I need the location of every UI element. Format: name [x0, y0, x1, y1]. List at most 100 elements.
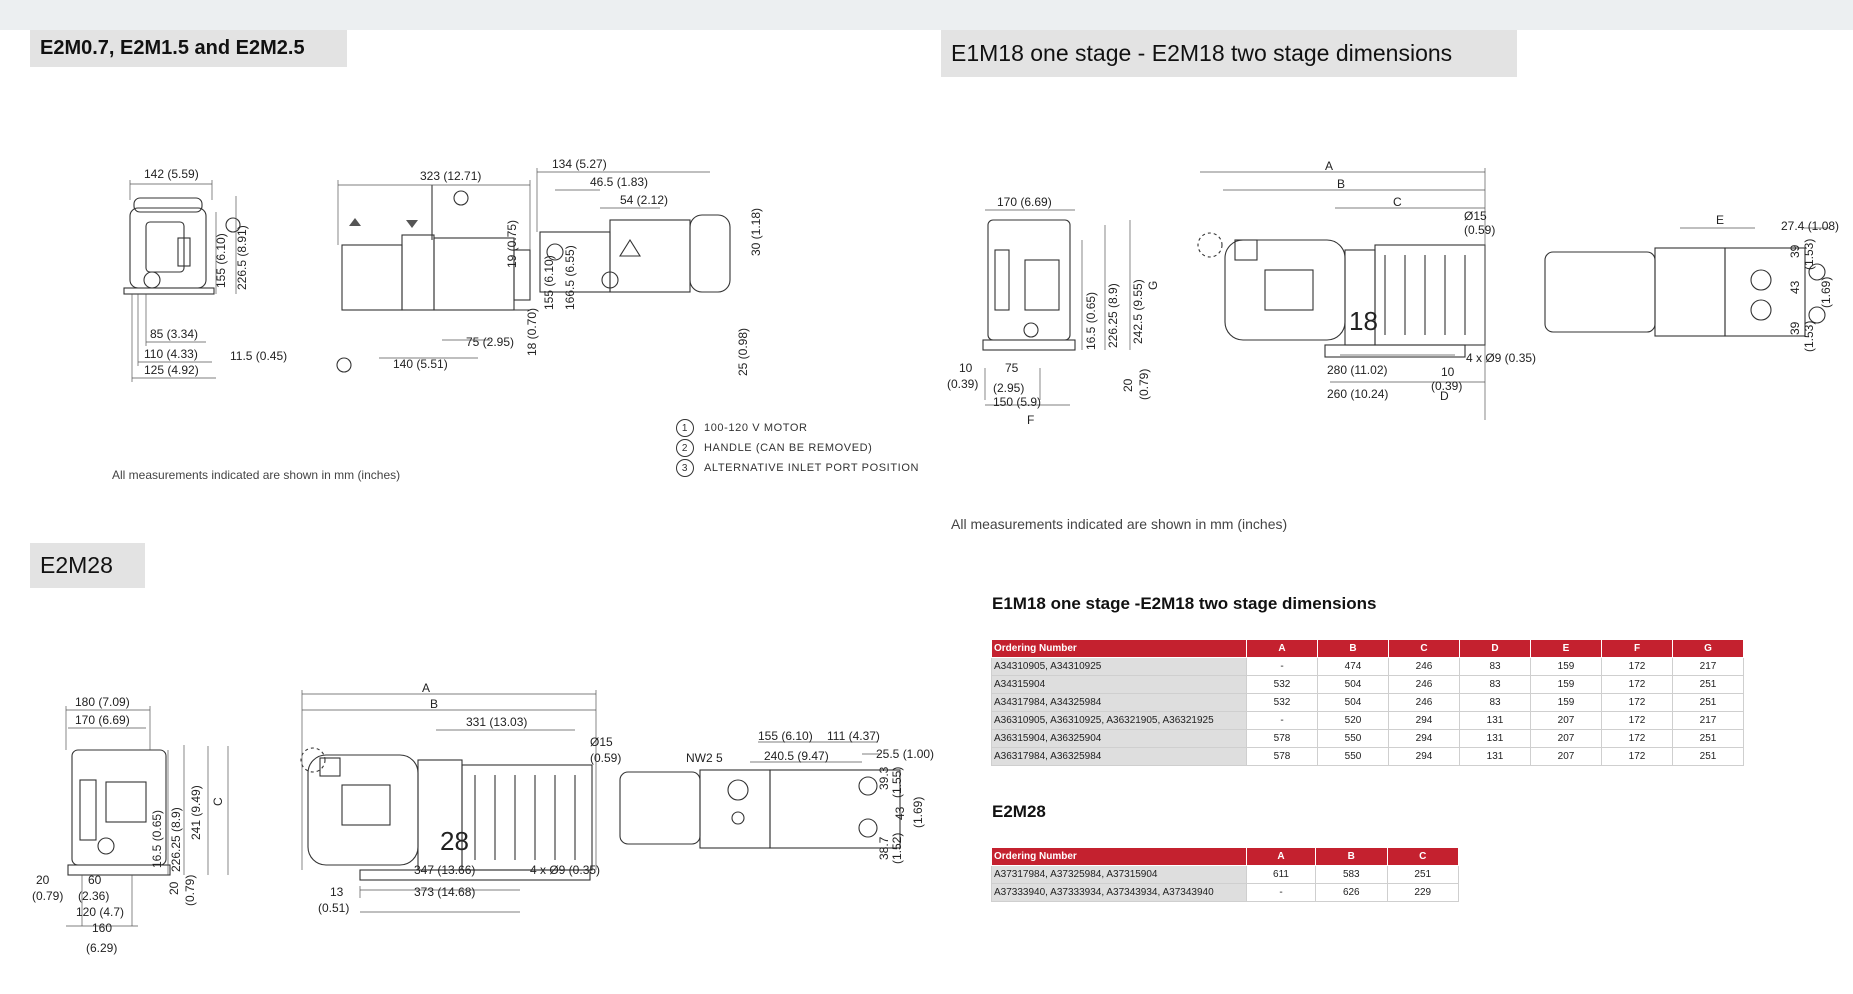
header-ordering-number: Ordering Number [991, 847, 1247, 866]
dimension-cell: 246 [1388, 693, 1460, 712]
dim-w373: 373 (14.68) [414, 885, 475, 899]
dimension-cell: 504 [1317, 693, 1389, 712]
ordering-number-cell: A36315904, A36325904 [991, 729, 1247, 748]
dimension-cell: - [1245, 883, 1317, 902]
side-view-e2m18 [1197, 168, 1486, 420]
measurement-note-1: All measurements indicated are shown in … [112, 468, 401, 482]
dim-w2405: 240.5 (9.47) [764, 749, 829, 763]
dim-D: D [1440, 389, 1449, 403]
dim-w142: 142 (5.59) [144, 167, 199, 181]
dim-h25: 25 (0.98) [736, 328, 750, 376]
dim-A: A [422, 681, 430, 695]
dimension-cell: 217 [1672, 657, 1744, 676]
dim-h18: 18 (0.70) [525, 308, 539, 356]
dim-w347: 347 (13.66) [414, 863, 475, 877]
ordering-number-cell: A37317984, A37325984, A37315904 [991, 865, 1247, 884]
dimension-cell: 611 [1245, 865, 1317, 884]
dim-h2425: 242.5 (9.55) [1131, 279, 1145, 344]
dimension-cell: - [1246, 657, 1318, 676]
dim-w125: 125 (4.92) [144, 363, 199, 377]
dim-h387-in: (1.52) [890, 833, 904, 864]
dim-h43: 43 [1788, 280, 1802, 294]
dim-w280: 280 (11.02) [1327, 363, 1388, 377]
dim-w465: 46.5 (1.83) [590, 175, 648, 189]
dimension-cell: 294 [1388, 711, 1460, 730]
dim-h19: 19 (0.75) [505, 220, 519, 268]
header-col-f: F [1601, 639, 1673, 658]
dim-w111: 111 (4.37) [827, 729, 880, 743]
dim-h393: 39.3 [877, 766, 891, 790]
header-col-d: D [1459, 639, 1531, 658]
header-col-b: B [1317, 639, 1389, 658]
dim-w85: 85 (3.34) [150, 327, 198, 341]
dim-h43-in: (1.69) [1819, 277, 1833, 308]
dim-w260: 260 (10.24) [1327, 387, 1388, 401]
dim-w180: 180 (7.09) [75, 695, 130, 709]
section-title-e2m-small: E2M0.7, E2M1.5 and E2M2.5 [30, 30, 347, 67]
dimension-cell: 83 [1459, 675, 1531, 694]
dimension-cell: 251 [1672, 693, 1744, 712]
table1-title: E1M18 one stage -E2M18 two stage dimensi… [992, 594, 1377, 613]
dim-h393-in: (1.55) [890, 767, 904, 798]
dimension-cell: 172 [1601, 693, 1673, 712]
dimension-cell: 172 [1601, 675, 1673, 694]
drawing-e2m28: 180 (7.09) 170 (6.69) 16.5 (0.65) 226.25… [32, 681, 934, 955]
dim-h39b-in: (1.53) [1802, 321, 1816, 352]
dimension-cell: 83 [1459, 693, 1531, 712]
dim-h387: 38.7 [877, 836, 891, 860]
dim-w134: 134 (5.27) [552, 157, 607, 171]
dim-w170: 170 (6.69) [75, 713, 130, 727]
header-col-c: C [1386, 847, 1460, 866]
dim-C: C [211, 797, 225, 806]
dim-G: G [1146, 281, 1160, 290]
dim-w20-in: (0.79) [32, 889, 63, 903]
dimension-cell: 172 [1601, 711, 1673, 730]
front-view-e2m28 [65, 706, 229, 927]
dim-E: E [1716, 213, 1724, 227]
dim-h241: 241 (9.49) [189, 785, 203, 840]
dimension-cell: 246 [1388, 657, 1460, 676]
dim-w60: 60 [88, 873, 102, 887]
dim-w75: 75 [1005, 361, 1019, 375]
dimension-cell: 294 [1388, 729, 1460, 748]
dim-h115: 11.5 (0.45) [230, 349, 287, 363]
dim-nw25: NW2 5 [686, 751, 723, 765]
dim-B: B [430, 697, 438, 711]
dimension-cell: 159 [1530, 675, 1602, 694]
dimension-cell: 217 [1672, 711, 1744, 730]
dimension-cell: 207 [1530, 747, 1602, 766]
top-view-small [536, 168, 731, 293]
dim-h1665: 166.5 (6.55) [563, 245, 577, 310]
dim-w10: 10 [959, 361, 973, 375]
dim-h20: 20 [167, 881, 181, 895]
dimension-cell: 159 [1530, 657, 1602, 676]
header-col-a: A [1246, 639, 1318, 658]
dim-A: A [1325, 159, 1333, 173]
header-col-b: B [1315, 847, 1388, 866]
dim-h165: 16.5 (0.65) [1084, 292, 1098, 350]
dimension-cell: 246 [1388, 675, 1460, 694]
front-view-e2m18 [982, 209, 1131, 406]
dim-w13-in: (0.51) [318, 901, 349, 915]
section-title-e2m18: E1M18 one stage - E2M18 two stage dimens… [941, 30, 1517, 77]
dimension-cell: 520 [1317, 711, 1389, 730]
dimension-cell: 131 [1459, 711, 1531, 730]
dimension-cell: 251 [1672, 675, 1744, 694]
dimension-cell: 131 [1459, 747, 1531, 766]
badge-28: 28 [440, 826, 469, 856]
table-row: A37333940, A37333934, A37343934, A373439… [991, 883, 1460, 902]
dim-d15: Ø15 [1464, 209, 1487, 223]
dim-w255: 25.5 (1.00) [876, 747, 934, 761]
top-view-e2m28 [619, 741, 901, 849]
dim-w54: 54 (2.12) [620, 193, 668, 207]
